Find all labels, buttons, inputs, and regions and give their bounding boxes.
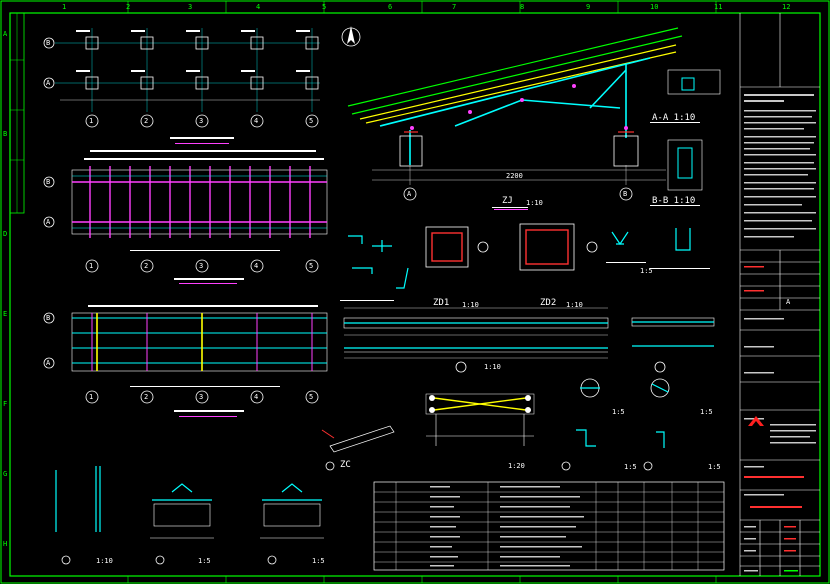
detail-scale: 1:5	[640, 267, 653, 275]
axis-label: 4	[254, 262, 259, 270]
zd1-title: ZD1	[433, 298, 450, 308]
pier-details	[340, 223, 710, 301]
logo-icon	[748, 416, 764, 426]
detail-scale: 1:5	[198, 557, 211, 565]
section-details-right	[650, 69, 721, 206]
grid-top-label: 1	[62, 3, 67, 11]
grid-side-label: B	[3, 130, 8, 138]
axis-label: 1	[89, 393, 94, 401]
axis-label: 5	[309, 393, 314, 401]
grid-top-label: 4	[256, 3, 261, 11]
grid-side-label: A	[3, 30, 8, 38]
axis-label: B	[46, 39, 51, 47]
grid-top-label: 11	[714, 3, 723, 11]
axis-label: 3	[199, 393, 204, 401]
axis-label: 1	[89, 262, 94, 270]
truss-axis-b: B	[623, 190, 628, 198]
bracing-scale: 1:20	[508, 462, 525, 470]
zd1-scale: 1:10	[462, 301, 479, 309]
column-layout-plan	[71, 150, 328, 284]
clamp-scale: 1:5	[700, 408, 713, 416]
grid-top-label: 2	[126, 3, 131, 11]
grid-side-label: F	[3, 400, 8, 408]
truss-elevation	[347, 27, 683, 210]
grid-side-label: H	[3, 540, 8, 548]
material-table	[373, 481, 725, 571]
foundation-plan	[55, 28, 320, 144]
inner-frame	[9, 12, 821, 577]
axis-label: B	[46, 314, 51, 322]
zd2-title: ZD2	[540, 298, 557, 308]
grid-side-label: G	[3, 470, 8, 478]
bottom-left-details	[55, 466, 324, 565]
axis-label: 5	[309, 117, 314, 125]
bracing-detail	[321, 393, 535, 471]
north-arrow-icon	[341, 26, 361, 47]
clamp-scale: 1:5	[612, 408, 625, 416]
clamp-details	[561, 378, 670, 471]
axis-label: 2	[144, 262, 149, 270]
axis-label: 2	[144, 393, 149, 401]
border-ticks	[127, 1, 717, 583]
grid-side-label: E	[3, 310, 8, 318]
truss-axis-a: A	[407, 190, 412, 198]
purlin-layout-plan	[71, 305, 328, 417]
grid-top-label: 10	[650, 3, 659, 11]
axis-label: 3	[199, 117, 204, 125]
truss-scale: 1:10	[526, 199, 543, 207]
axis-label: B	[46, 178, 51, 186]
axis-label: A	[46, 79, 51, 87]
zd2-scale: 1:10	[566, 301, 583, 309]
title-block-lines	[739, 13, 820, 576]
title-block-text	[744, 94, 816, 572]
axis-label: 4	[254, 393, 259, 401]
truss-title: ZJ	[502, 196, 513, 206]
section-bb-title: B-B 1:10	[652, 196, 696, 206]
binding-strip-rows	[10, 13, 24, 213]
grid-top-label: 7	[452, 3, 457, 11]
detail-scale: 1:5	[312, 557, 325, 565]
clamp-scale: 1:5	[624, 463, 637, 471]
axis-label: 1	[89, 117, 94, 125]
grid-top-label: 5	[322, 3, 327, 11]
purlin-elevations	[343, 307, 715, 373]
purlin-scale: 1:10	[484, 363, 501, 371]
grid-top-label: 12	[782, 3, 791, 11]
axis-label: 3	[199, 262, 204, 270]
axis-label: 5	[309, 262, 314, 270]
title-block-revision: A	[786, 298, 791, 306]
axis-label: 2	[144, 117, 149, 125]
axis-label: A	[46, 218, 51, 226]
grid-top-label: 8	[520, 3, 525, 11]
grid-side-label: D	[3, 230, 8, 238]
clamp-scale: 1:5	[708, 463, 721, 471]
grid-top-label: 9	[586, 3, 591, 11]
section-aa-title: A-A 1:10	[652, 113, 696, 123]
axis-label: A	[46, 359, 51, 367]
truss-span-dimension: 2200	[506, 172, 523, 180]
grid-top-label: 3	[188, 3, 193, 11]
zc-title: ZC	[340, 460, 351, 470]
grid-top-label: 6	[388, 3, 393, 11]
grid-bubbles	[43, 37, 319, 404]
detail-scale: 1:10	[96, 557, 113, 565]
axis-label: 4	[254, 117, 259, 125]
